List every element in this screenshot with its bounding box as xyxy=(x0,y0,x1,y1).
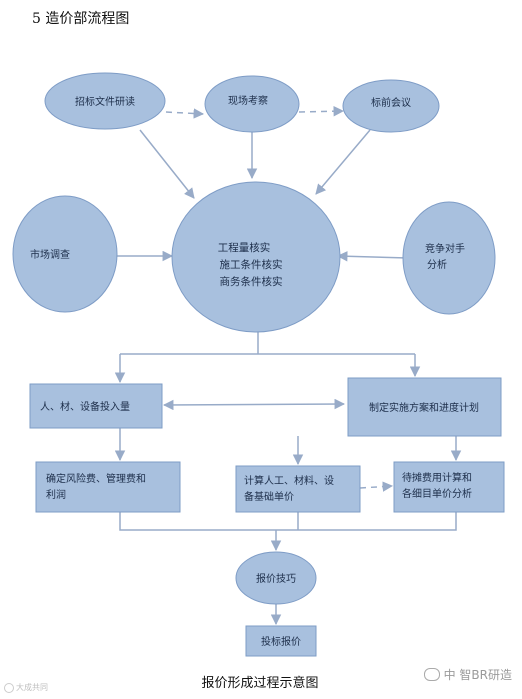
watermark-right-text: 中 智BR研造 xyxy=(443,668,512,682)
node-baojiajiqiao-label: 报价技巧 xyxy=(256,572,296,585)
node-center: 工程量核实 施工条件核实 商务条件核实 xyxy=(171,181,341,333)
figure-caption: 报价形成过程示意图 xyxy=(201,676,319,691)
node-fengxian-line2: 利润 xyxy=(46,488,66,501)
arrow-jingzheng-to-center xyxy=(336,251,409,262)
arrow-xianchang-to-biaoqian xyxy=(298,105,345,117)
watermark-left: 大成共同 xyxy=(4,682,48,693)
node-rencai-label: 人、材、设备投入量 xyxy=(40,400,130,413)
wechat-icon xyxy=(423,668,440,681)
node-zhiding: 制定实施方案和进度计划 xyxy=(347,377,502,437)
arrow-biaoqian-to-center xyxy=(315,129,371,195)
node-shichang: 市场调查 xyxy=(12,195,118,313)
arrow-rencai-zhiding xyxy=(162,398,346,411)
node-jisuan-line1: 计算人工、材料、设 xyxy=(244,474,334,487)
connectors xyxy=(112,105,462,626)
node-daitan: 待摊费用计算和 各细目单价分析 xyxy=(393,461,505,513)
logo-icon xyxy=(4,682,14,693)
node-jingzheng-line1: 竞争对手 xyxy=(425,242,465,255)
node-jisuan-line2: 备基础单价 xyxy=(244,490,294,503)
node-xianchang: 现场考察 xyxy=(204,75,300,133)
arrow-zhaobiao-to-center xyxy=(139,129,195,199)
node-jingzheng-line2: 分析 xyxy=(427,258,447,271)
node-fengxian-line1: 确定风险费、管理费和 xyxy=(46,472,146,485)
node-biaoqian: 标前会议 xyxy=(342,79,440,133)
arrow-jisuan-to-daitan xyxy=(359,481,394,492)
node-jingzheng: 竞争对手 分析 xyxy=(402,201,496,315)
node-shichang-label: 市场调查 xyxy=(30,248,70,261)
node-zhaobiao-label: 招标文件研读 xyxy=(75,95,135,108)
node-fengxian: 确定风险费、管理费和 利润 xyxy=(35,461,181,513)
page-title: 5 造价部流程图 xyxy=(32,11,130,27)
watermark-left-text: 大成共同 xyxy=(16,683,48,692)
node-center-line3: 商务条件核实 xyxy=(220,275,283,288)
node-baojiajiqiao: 报价技巧 xyxy=(235,551,317,605)
node-xianchang-label: 现场考察 xyxy=(228,94,268,107)
node-jisuan: 计算人工、材料、设 备基础单价 xyxy=(235,465,361,513)
node-center-line1: 工程量核实 xyxy=(218,241,271,254)
node-center-line2: 施工条件核实 xyxy=(220,258,283,271)
arrow-zhaobiao-to-xianchang xyxy=(165,108,205,119)
node-zhaobiao: 招标文件研读 xyxy=(44,72,166,130)
node-daitan-line2: 各细目单价分析 xyxy=(402,487,472,500)
watermark-right: 中 智BR研造 xyxy=(423,666,512,683)
line-merge-bottom xyxy=(119,512,457,531)
node-rencai: 人、材、设备投入量 xyxy=(29,383,163,429)
node-zhiding-label: 制定实施方案和进度计划 xyxy=(369,401,479,414)
node-daitan-line1: 待摊费用计算和 xyxy=(402,471,472,484)
node-toubiao: 投标报价 xyxy=(245,625,317,657)
node-biaoqian-label: 标前会议 xyxy=(371,96,411,109)
node-toubiao-label: 投标报价 xyxy=(261,635,301,648)
